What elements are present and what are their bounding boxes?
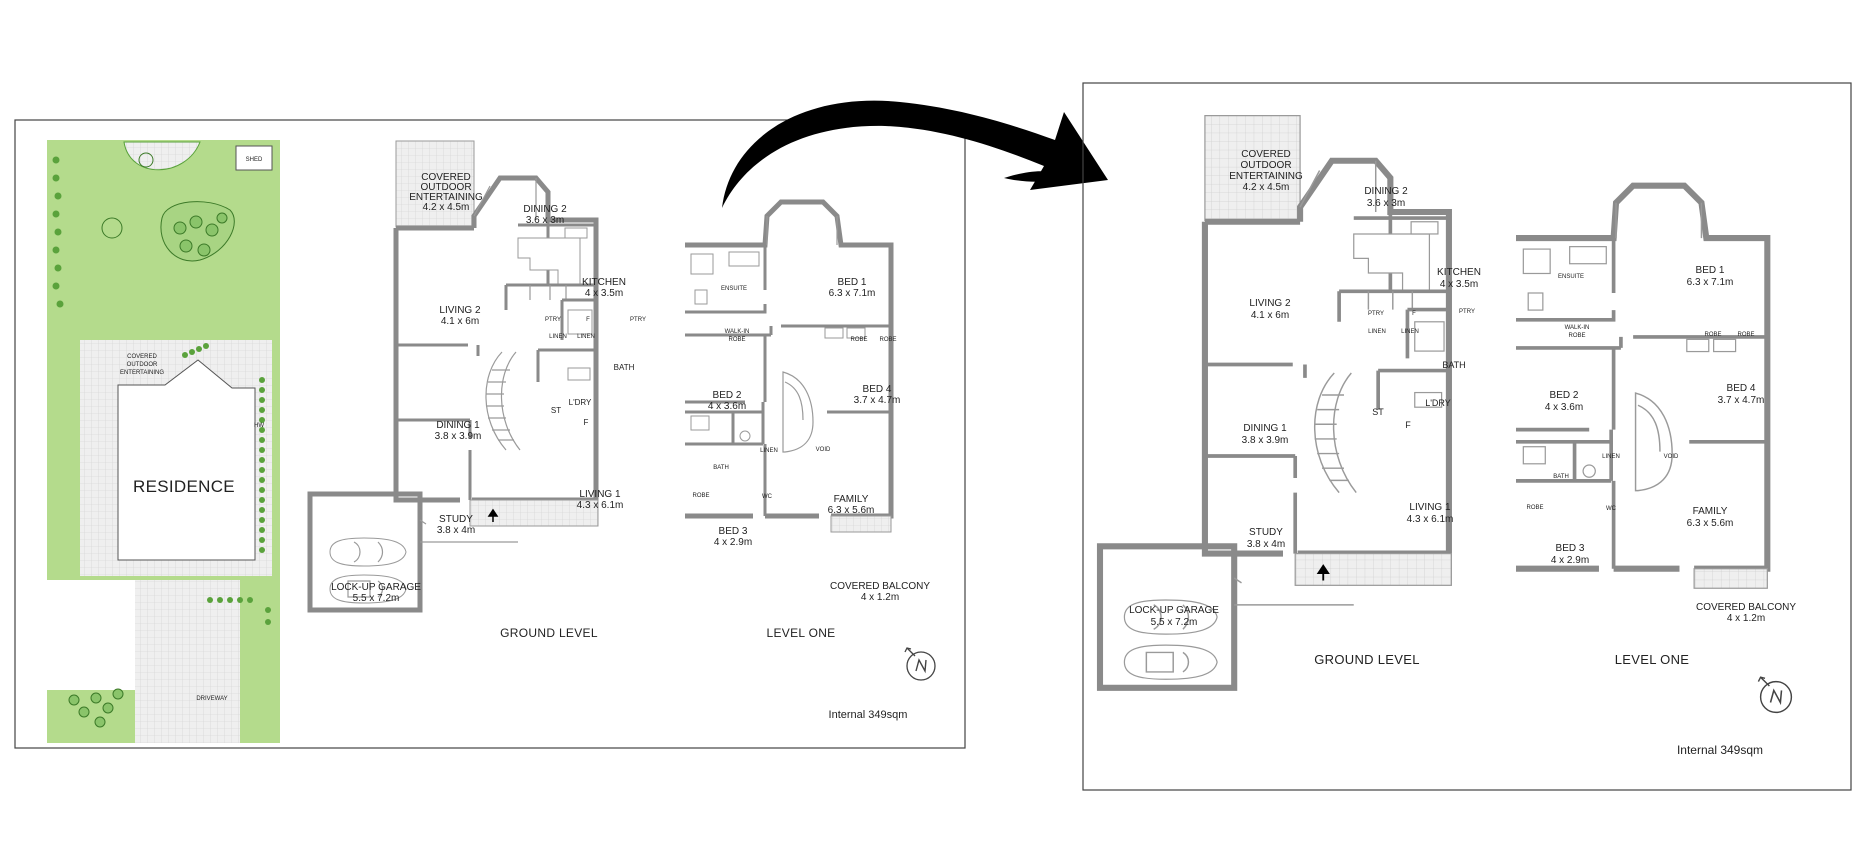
gl-ldry-label: L'DRY [569, 398, 592, 407]
l1-wc-label: WC [762, 494, 773, 500]
gl-f-label: F [586, 317, 590, 323]
r1-robe2-label: ROBE [1737, 332, 1754, 338]
site-shed-label: SHED [246, 157, 263, 163]
gr-f2-label: F [1405, 420, 1411, 430]
gr-title: GROUND LEVEL [1314, 652, 1419, 667]
gr-ldry-label: L'DRY [1425, 398, 1451, 408]
r1-wc-label: WC [1606, 506, 1617, 512]
shed-block [235, 145, 273, 171]
curved-arrow-icon [722, 100, 1108, 208]
gr-linen-label: LINEN [1368, 329, 1386, 335]
north-arrow-icon [904, 647, 936, 681]
r1-linen-label: LINEN [1602, 454, 1620, 460]
north-arrow-icon-right [1757, 676, 1793, 714]
r1-void-label: VOID [1664, 454, 1679, 460]
l1-bath-label: BATH [713, 465, 729, 471]
r1-bath-label: BATH [1553, 474, 1569, 480]
driveway-area [135, 580, 240, 743]
l1-title: LEVEL ONE [767, 626, 836, 640]
gl-bath-label: BATH [614, 363, 635, 372]
gr-bath-label: BATH [1442, 360, 1465, 370]
r1-robe3-label: ROBE [1526, 505, 1543, 511]
gl-st-label: ST [551, 406, 561, 415]
l1-void-label: VOID [816, 447, 831, 453]
gr-f-label: F [1412, 311, 1416, 317]
l1-robe2-label: ROBE [879, 337, 896, 343]
l1-ensuite-label: ENSUITE [721, 286, 747, 292]
l1-robe-label: ROBE [850, 337, 867, 343]
gr-linen2-label: LINEN [1401, 329, 1419, 335]
gl-title: GROUND LEVEL [500, 626, 598, 640]
residence-label: RESIDENCE [133, 477, 235, 496]
gr-ptry2-label: PTRY [1459, 309, 1475, 315]
r1-title: LEVEL ONE [1615, 652, 1690, 667]
gr-ptry-label: PTRY [1368, 311, 1384, 317]
r1-robe-label: ROBE [1704, 332, 1721, 338]
r1-ensuite-label: ENSUITE [1558, 274, 1584, 280]
gl-f2-label: F [584, 418, 589, 427]
gr-st-label: ST [1372, 407, 1384, 417]
l1-robe3-label: ROBE [692, 493, 709, 499]
gl-linen2-label: LINEN [577, 334, 595, 340]
right-sheet-frame [1082, 82, 1852, 791]
internal-area-right: Internal 349sqm [1677, 743, 1763, 757]
driveway-label: DRIVEWAY [196, 696, 227, 702]
l1-linen-label: LINEN [760, 448, 778, 454]
gl-ptry-label: PTRY [545, 317, 561, 323]
gl-ptry2-label: PTRY [630, 317, 646, 323]
site-hw-label: HW [254, 423, 264, 429]
left-sheet-frame [14, 119, 966, 749]
gl-linen-label: LINEN [549, 334, 567, 340]
residence-block [117, 359, 256, 561]
internal-area-left: Internal 349sqm [829, 709, 908, 721]
